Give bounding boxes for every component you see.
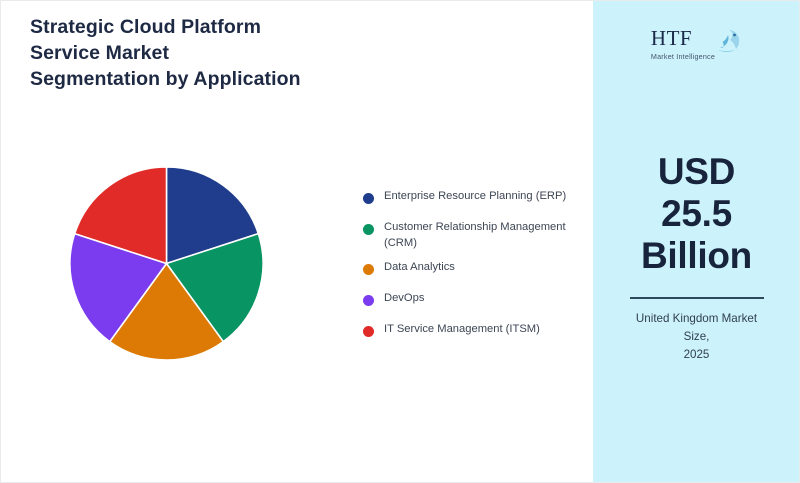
legend-color-swatch (363, 193, 374, 204)
stat-caption: United Kingdom Market Size, 2025 (601, 310, 792, 364)
page-title-line-3: Segmentation by Application (30, 68, 301, 90)
stat-value: USD 25.5 Billion (593, 151, 799, 277)
stat-value-line-3: Billion (641, 235, 752, 276)
pie-slice[interactable] (165, 166, 260, 265)
legend-item-label: Data Analytics (384, 261, 455, 273)
legend-color-swatch (363, 264, 374, 275)
stat-value-line-2: 25.5 (661, 193, 732, 234)
legend-item-label: Customer Relationship Management (CRM) (384, 221, 566, 249)
page-title-line-1: Strategic Cloud Platform (30, 16, 262, 38)
pie-slice[interactable] (73, 166, 168, 265)
brand-tagline: Market Intelligence (650, 52, 716, 61)
stat-divider (630, 297, 764, 299)
legend-item[interactable]: Customer Relationship Management (CRM) (363, 220, 578, 251)
pie-chart (68, 165, 265, 362)
legend-item[interactable]: IT Service Management (ITSM) (363, 322, 578, 344)
chart-region: Strategic Cloud Platform Service Market … (1, 1, 593, 482)
chart-legend: Enterprise Resource Planning (ERP) Custom… (363, 189, 578, 353)
legend-item[interactable]: DevOps (363, 291, 578, 313)
pie-chart-svg (69, 166, 264, 361)
legend-color-swatch (363, 326, 374, 337)
legend-item-label: Enterprise Resource Planning (ERP) (384, 190, 567, 202)
stat-caption-line-3: 2025 (683, 348, 710, 361)
page-title: Strategic Cloud Platform Service Market … (30, 14, 430, 92)
pie-slice[interactable] (165, 232, 264, 343)
page-title-line-2: Service Market (30, 42, 170, 64)
pie-slice[interactable] (69, 232, 168, 343)
legend-item[interactable]: Enterprise Resource Planning (ERP) (363, 189, 578, 211)
legend-color-swatch (363, 224, 374, 235)
pie-slice-group (69, 166, 264, 361)
stat-caption-line-2: Size, (683, 330, 710, 343)
legend-item[interactable]: Data Analytics (363, 260, 578, 282)
legend-item-label: DevOps (384, 292, 425, 304)
legend-color-swatch (363, 295, 374, 306)
dolphin-wave-icon (718, 30, 740, 52)
brand-wordmark: HTF (650, 26, 693, 50)
pie-slice[interactable] (108, 262, 225, 361)
stat-panel: HTF Market Intelligence USD 25.5 Billion… (593, 1, 799, 482)
legend-item-label: IT Service Management (ITSM) (384, 323, 540, 335)
stat-caption-line-1: United Kingdom Market (635, 312, 758, 325)
stat-value-line-1: USD (657, 151, 736, 192)
brand-logo: HTF Market Intelligence (593, 23, 799, 67)
